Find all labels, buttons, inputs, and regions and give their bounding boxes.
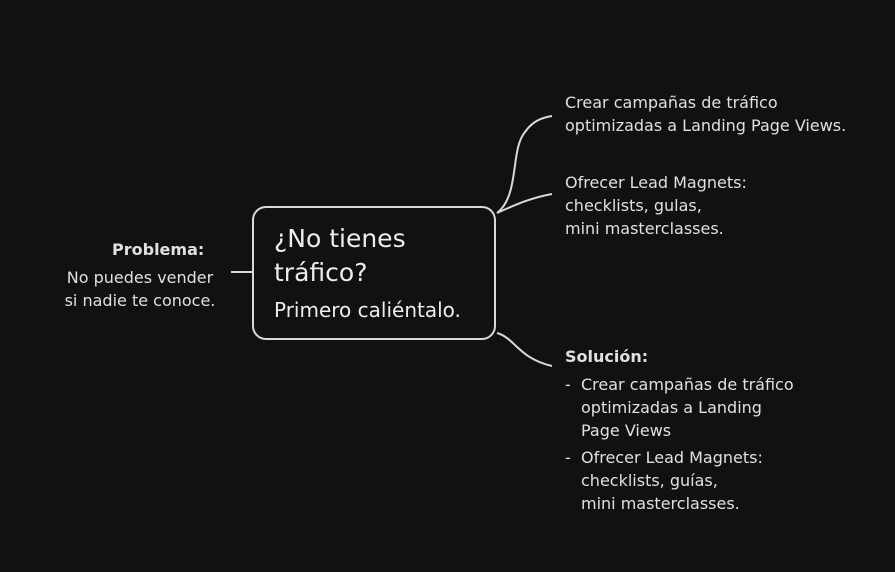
- branch-2-line-1: Ofrecer Lead Magnets:: [565, 173, 747, 192]
- branch-traffic-campaigns: Crear campañas de tráfico optimizadas a …: [565, 91, 885, 137]
- central-node: ¿No tienes tráfico? Primero caliéntalo.: [252, 206, 496, 340]
- branch-connector-middle: [496, 193, 553, 214]
- branch-connector-bottom: [496, 332, 553, 367]
- solution-2-line-3: mini masterclasses.: [581, 494, 740, 513]
- solution-bullet: -: [565, 448, 571, 467]
- solution-2-line-1: Ofrecer Lead Magnets:: [581, 448, 763, 467]
- problem-text: No puedes vender si nadie te conoce.: [50, 266, 230, 312]
- solution-item-traffic: - Crear campañas de tráfico optimizadas …: [565, 373, 865, 442]
- solution-bullet: -: [565, 375, 571, 394]
- central-question-line-1: ¿No tienes: [274, 224, 406, 253]
- problem-title: Problema:: [112, 240, 205, 259]
- central-question: ¿No tienes tráfico?: [274, 222, 484, 290]
- solution-item-lead-magnets: - Ofrecer Lead Magnets: checklists, guía…: [565, 446, 865, 515]
- branch-connector-top: [496, 115, 553, 214]
- branch-2-line-3: mini masterclasses.: [565, 219, 724, 238]
- central-question-line-2: tráfico?: [274, 258, 368, 287]
- solution-list: - Crear campañas de tráfico optimizadas …: [565, 373, 865, 519]
- branch-2-line-2: checklists, gulas,: [565, 196, 702, 215]
- branch-1-line-1: Crear campañas de tráfico: [565, 93, 778, 112]
- solution-1-line-1: Crear campañas de tráfico: [581, 375, 794, 394]
- branch-lead-magnets: Ofrecer Lead Magnets: checklists, gulas,…: [565, 171, 865, 240]
- solution-1-line-2: optimizadas a Landing: [581, 398, 762, 417]
- branch-1-line-2: optimizadas a Landing Page Views.: [565, 116, 847, 135]
- solution-1-line-3: Page Views: [581, 421, 672, 440]
- solution-2-line-2: checklists, guías,: [581, 471, 718, 490]
- problem-line-2: si nadie te conoce.: [64, 291, 216, 310]
- central-subtitle: Primero caliéntalo.: [274, 298, 461, 322]
- problem-line-1: No puedes vender: [66, 268, 214, 287]
- solution-title: Solución:: [565, 347, 649, 366]
